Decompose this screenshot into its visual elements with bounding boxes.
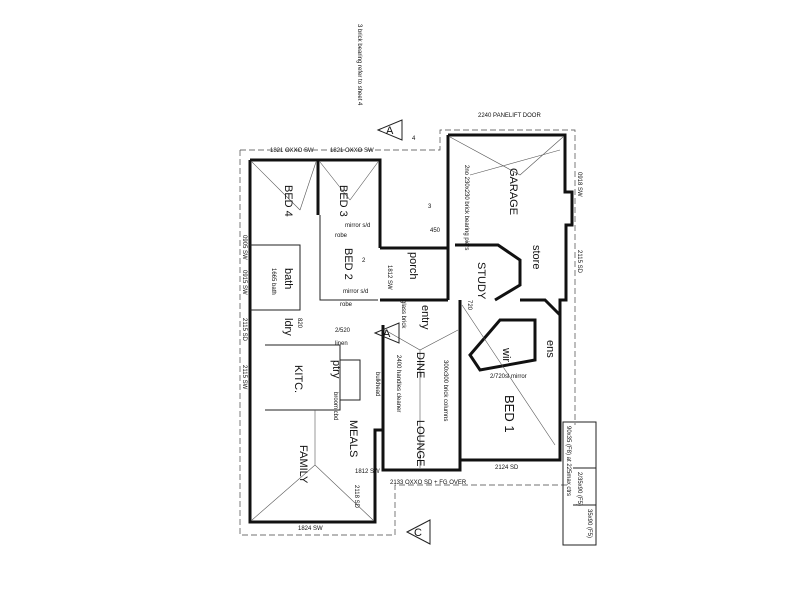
- svg-text:2/35x90 (F5): 2/35x90 (F5): [576, 472, 582, 506]
- room-store: store: [530, 245, 542, 269]
- room-garage: GARAGE: [507, 168, 519, 215]
- dimension-labels: 1821 OXXO SW 1821 OXXO SW 2240 PANELIFT …: [241, 113, 582, 532]
- room-dine: DINE: [414, 352, 426, 378]
- svg-text:4: 4: [412, 136, 416, 142]
- svg-text:A: A: [386, 125, 394, 137]
- room-family: FAMILY: [297, 445, 309, 484]
- svg-text:bulkhead: bulkhead: [374, 372, 380, 396]
- room-porch: porch: [407, 252, 419, 280]
- svg-text:300x300 brick columns: 300x300 brick columns: [442, 360, 448, 421]
- section-markers: A A C 4 3 2: [362, 119, 432, 545]
- svg-text:2: 2: [362, 258, 366, 264]
- svg-text:2/720sl mirror: 2/720sl mirror: [490, 374, 527, 380]
- svg-text:2no 230x230 brick bearing pier: 2no 230x230 brick bearing piers: [463, 165, 469, 250]
- notes: robe robe mirror s/d mirror s/d 2/720sl …: [270, 24, 527, 421]
- svg-text:mirror s/d: mirror s/d: [345, 223, 370, 229]
- room-wir: wir: [500, 347, 512, 362]
- svg-text:robe: robe: [340, 302, 353, 308]
- room-meals: MEALS: [347, 420, 359, 457]
- svg-text:linen: linen: [335, 341, 348, 347]
- svg-text:2400 handles cleaner: 2400 handles cleaner: [395, 355, 401, 412]
- svg-text:3 brick bearing refer to sheet: 3 brick bearing refer to sheet 4: [356, 24, 362, 106]
- room-lounge: LOUNGE: [414, 420, 426, 466]
- room-kitchen: KITC.: [292, 365, 304, 393]
- svg-text:2115 SD: 2115 SD: [576, 250, 582, 274]
- svg-text:90x35 (F8) at 225max ctrs: 90x35 (F8) at 225max ctrs: [565, 426, 571, 496]
- svg-text:1821 OXXO SW: 1821 OXXO SW: [270, 148, 314, 154]
- svg-text:broom cbd: broom cbd: [332, 392, 338, 420]
- room-ens: ens: [544, 340, 556, 358]
- room-bath: bath: [282, 268, 294, 289]
- room-study: STUDY: [475, 262, 487, 300]
- room-pantry: ptry: [330, 360, 342, 379]
- svg-text:2115 SD: 2115 SD: [241, 318, 247, 342]
- svg-text:2/520: 2/520: [335, 328, 351, 334]
- stamp-box: 90x35 (F8) at 225max ctrs 2/35x90 (F5) 3…: [565, 426, 592, 538]
- svg-text:mirror s/d: mirror s/d: [343, 289, 368, 295]
- svg-text:820: 820: [296, 318, 302, 329]
- svg-text:glass brick: glass brick: [400, 300, 406, 329]
- svg-text:35x90 (F5): 35x90 (F5): [586, 509, 592, 538]
- roof-hip-lines: [251, 136, 564, 521]
- room-ldry: ldry: [282, 318, 294, 336]
- svg-text:0918 SW: 0918 SW: [576, 172, 582, 197]
- svg-text:720: 720: [466, 300, 472, 311]
- svg-text:1824 SW: 1824 SW: [298, 526, 323, 532]
- svg-text:2124 SD: 2124 SD: [495, 465, 519, 471]
- roof-outline: [239, 129, 576, 536]
- walls: [248, 133, 597, 546]
- svg-text:A: A: [383, 328, 391, 340]
- room-bed2: BED 2: [342, 248, 354, 280]
- svg-text:1812 SW: 1812 SW: [386, 265, 392, 290]
- room-entry: entry: [419, 305, 431, 330]
- room-labels: BED 4 BED 3 BED 2 bath ldry KITC. ptry M…: [282, 168, 556, 484]
- svg-text:3: 3: [428, 204, 432, 210]
- svg-text:2240 PANELIFT DOOR: 2240 PANELIFT DOOR: [478, 113, 541, 119]
- svg-text:2118 SD: 2118 SD: [353, 485, 359, 509]
- svg-text:1812 SW: 1812 SW: [355, 469, 380, 475]
- svg-text:2133 OXXO SD + FG OVER: 2133 OXXO SD + FG OVER: [390, 480, 467, 486]
- svg-text:1665 bath: 1665 bath: [270, 268, 276, 295]
- room-bed3: BED 3: [337, 185, 349, 217]
- room-bed4: BED 4: [282, 185, 294, 217]
- svg-text:2115 SW: 2115 SW: [241, 365, 247, 390]
- svg-text:450: 450: [430, 228, 441, 234]
- svg-text:robe: robe: [335, 233, 348, 239]
- svg-text:0905 SW: 0905 SW: [241, 235, 247, 260]
- svg-text:C: C: [414, 527, 422, 539]
- svg-text:1821 OXXO SW: 1821 OXXO SW: [330, 148, 374, 154]
- room-bed1: BED 1: [502, 395, 517, 433]
- svg-text:0915 SW: 0915 SW: [241, 270, 247, 295]
